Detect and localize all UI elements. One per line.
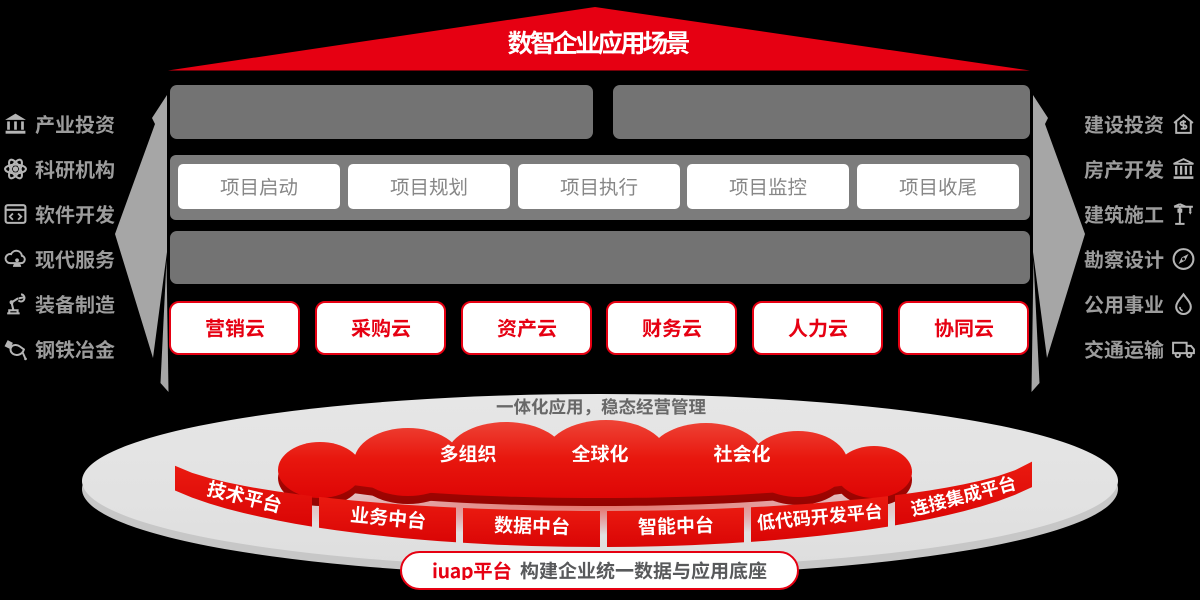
cloud-product-button[interactable]: 协同云 <box>898 301 1029 355</box>
tower-crane-icon <box>1171 202 1196 227</box>
atom-icon <box>3 157 28 182</box>
platform-segment-label-wrap: 业务中台 <box>349 505 427 536</box>
platform-segment-label: 连接集成平台 <box>908 473 1017 518</box>
integration-caption-wrap: 一体化应用，稳态经营管理 <box>496 398 706 421</box>
platform-segment-label: 数据中台 <box>493 515 569 536</box>
banner-title-wrap: 数智企业应用场景 <box>508 30 691 61</box>
right-industry-item: 交通运输 <box>1084 337 1196 362</box>
right-industry-label: 建设投资 <box>1084 114 1164 134</box>
capability-label-wrap: 全球化 <box>572 444 629 468</box>
cloud-product-button[interactable]: 人力云 <box>752 301 883 355</box>
banner-title: 数智企业应用场景 <box>508 30 691 56</box>
right-arrow <box>1031 95 1085 392</box>
project-phase-label: 项目执行 <box>560 177 638 197</box>
ladle-icon <box>3 337 28 362</box>
right-industry-item: 公用事业 <box>1084 292 1196 317</box>
platform-segment-shape <box>319 496 456 543</box>
project-phase-button[interactable]: 项目规划 <box>348 164 510 209</box>
platform-segment-label: 低代码开发平台 <box>756 502 883 532</box>
robot-arm-icon <box>3 292 28 317</box>
middle-bar <box>170 231 1030 284</box>
left-industry-item: 产业投资 <box>3 112 115 137</box>
right-industry-item: 建筑施工 <box>1084 202 1196 227</box>
project-phase-label: 项目规划 <box>390 177 468 197</box>
cloud-product-button[interactable]: 采购云 <box>315 301 446 355</box>
cloud-product-button[interactable]: 财务云 <box>606 301 737 355</box>
bank-icon <box>3 112 28 137</box>
left-industry-label: 科研机构 <box>35 159 115 179</box>
left-industry-item: 现代服务 <box>3 247 115 272</box>
right-industry-label: 房产开发 <box>1084 159 1164 179</box>
platform-segment-shape <box>175 465 312 527</box>
project-phase-label: 项目收尾 <box>899 177 977 197</box>
left-industry-label: 现代服务 <box>35 249 115 269</box>
project-phase-button[interactable]: 项目执行 <box>518 164 680 209</box>
platform-segment-label-wrap: 智能中台 <box>637 515 714 541</box>
right-industry-item: 建设投资 <box>1084 112 1196 137</box>
project-phase-label: 项目启动 <box>220 177 298 197</box>
right-industry-label: 公用事业 <box>1084 294 1164 314</box>
right-industry-label: 勘察设计 <box>1084 249 1164 269</box>
left-industry-label: 产业投资 <box>35 114 115 134</box>
left-industry-label: 装备制造 <box>35 294 115 314</box>
platform-segment-label: 智能中台 <box>637 515 714 536</box>
left-industry-item: 软件开发 <box>3 202 115 227</box>
top-bar-right <box>613 85 1030 139</box>
banner-roof <box>168 7 1030 71</box>
cloud-service-icon <box>3 247 28 272</box>
left-industry-item: 钢铁冶金 <box>3 337 115 362</box>
cloud-product-label: 资产云 <box>497 318 557 338</box>
left-industry-item: 装备制造 <box>3 292 115 317</box>
house-dollar-icon <box>1171 112 1196 137</box>
platform-segment-label-wrap: 连接集成平台 <box>908 473 1018 523</box>
integration-caption: 一体化应用，稳态经营管理 <box>496 398 706 416</box>
right-industry-label: 建筑施工 <box>1084 204 1164 224</box>
top-bar-left <box>170 85 593 139</box>
capability-label-wrap: 多组织 <box>439 444 496 468</box>
platform-segment-label-wrap: 低代码开发平台 <box>756 502 884 537</box>
cloud-product-label: 采购云 <box>350 318 411 338</box>
platform-segment-label-wrap: 数据中台 <box>493 515 570 541</box>
project-phase-button[interactable]: 项目收尾 <box>857 164 1019 209</box>
cloud-product-button[interactable]: 资产云 <box>461 301 592 355</box>
cloud-product-label: 人力云 <box>788 318 848 338</box>
project-phase-button[interactable]: 项目启动 <box>178 164 340 209</box>
footer-description: 构建企业统一数据与应用底座 <box>520 561 767 580</box>
columns-building-icon <box>1171 157 1196 182</box>
footer-pill[interactable]: iuap平台 构建企业统一数据与应用底座 <box>400 551 799 590</box>
cloud-product-label: 协同云 <box>934 318 994 338</box>
right-industry-label: 交通运输 <box>1084 339 1164 359</box>
left-arrow <box>115 95 169 392</box>
right-industry-item: 勘察设计 <box>1084 247 1196 272</box>
project-phase-label: 项目监控 <box>729 177 807 197</box>
left-industry-label: 软件开发 <box>35 204 115 224</box>
platform-segment-label-wrap: 技术平台 <box>204 479 284 520</box>
footer-brand: iuap平台 <box>432 561 512 581</box>
cloud-product-label: 营销云 <box>205 318 265 338</box>
left-industry-label: 钢铁冶金 <box>35 339 115 359</box>
droplet-icon <box>1171 292 1196 317</box>
platform-segment-shape <box>607 507 744 547</box>
project-phase-button[interactable]: 项目监控 <box>687 164 849 209</box>
platform-arc-band <box>175 461 1032 547</box>
platform-segment-shape <box>895 461 1032 526</box>
code-window-icon <box>3 202 28 227</box>
right-industry-item: 房产开发 <box>1084 157 1196 182</box>
platform-segment-label: 业务中台 <box>349 505 426 531</box>
cloud-product-button[interactable]: 营销云 <box>169 301 300 355</box>
cloud-product-label: 财务云 <box>641 318 702 338</box>
compass-icon <box>1171 247 1196 272</box>
capability-label: 社会化 <box>714 444 771 463</box>
capability-label-wrap: 社会化 <box>714 444 771 468</box>
capability-label: 多组织 <box>439 444 496 463</box>
capability-label: 全球化 <box>572 444 629 463</box>
left-industry-item: 科研机构 <box>3 157 115 182</box>
platform-segment-label: 技术平台 <box>205 479 283 515</box>
truck-icon <box>1171 337 1196 362</box>
